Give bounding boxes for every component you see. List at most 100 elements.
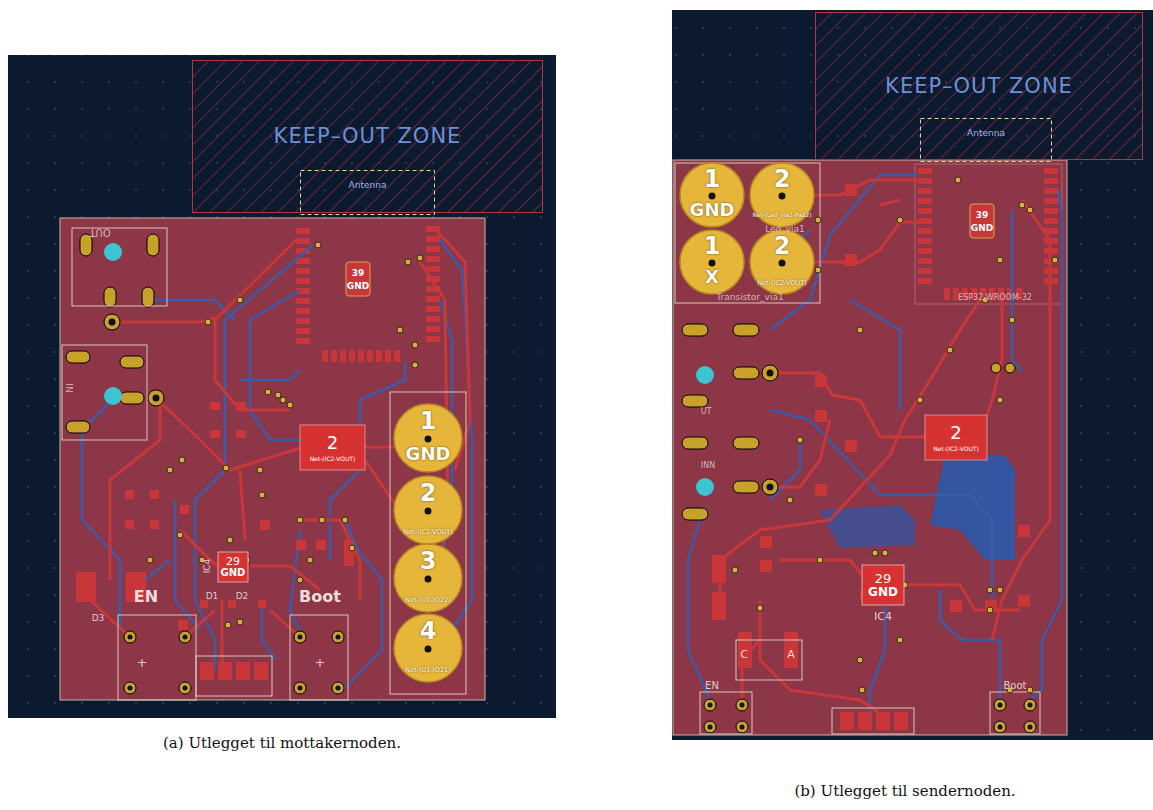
pad-number: 2 <box>420 481 437 505</box>
connector-label: INN <box>701 462 715 470</box>
canvas-grid <box>672 10 1153 740</box>
button-label: Boot <box>299 589 341 605</box>
pad-number: 2 <box>774 167 791 191</box>
pad-number: 39 <box>976 211 989 220</box>
via <box>275 392 281 398</box>
footprint-name: Transistor_via1 <box>716 293 783 302</box>
via <box>787 497 793 503</box>
via <box>997 257 1003 263</box>
module-name: ESP32-WROOM-32 <box>958 294 1032 302</box>
connector-label: UT <box>701 408 712 416</box>
via <box>1052 257 1058 263</box>
via <box>397 327 403 333</box>
net-name: GND <box>406 445 451 463</box>
via <box>1019 202 1025 208</box>
connector-pad: 3Net-(U1-IO22) <box>393 543 463 613</box>
via <box>349 545 355 551</box>
silkscreen-outlines <box>675 163 1040 734</box>
drill-holes <box>109 319 341 691</box>
module-pins <box>296 226 440 362</box>
ic-ground-pad: 29GND <box>862 565 904 605</box>
bottom-pour <box>930 455 1015 560</box>
via <box>857 657 863 663</box>
via-pad: 1X <box>679 229 745 295</box>
via <box>947 347 953 353</box>
via <box>955 177 961 183</box>
pad-number: 1 <box>704 167 721 191</box>
bottom-pour <box>820 505 915 548</box>
net-name: Net-(IC2-VOUT) <box>310 456 356 462</box>
through-hole-pads <box>682 324 1036 733</box>
via <box>315 242 321 248</box>
top-traces <box>90 230 470 672</box>
keep-out-zone: KEEP–OUT ZONE <box>815 12 1143 160</box>
pad-number: 2 <box>774 234 791 258</box>
connector-pad: 4Net-(U1-IO21) <box>393 613 463 683</box>
keep-out-zone: KEEP–OUT ZONE <box>192 60 543 213</box>
mounting-hole <box>104 243 122 261</box>
via <box>237 297 243 303</box>
via <box>237 619 243 625</box>
smd-pad: 2Net-(IC2-VOUT) <box>300 425 365 470</box>
via <box>307 557 313 563</box>
zone-label: Antenna <box>967 129 1005 138</box>
drill-holes <box>708 370 1033 730</box>
via <box>227 537 233 543</box>
via <box>405 259 411 265</box>
via <box>179 457 185 463</box>
via <box>757 605 763 611</box>
button-label: EN <box>134 589 158 605</box>
via-pad: 2Net-(IC2-VOUT) <box>749 229 815 295</box>
module-outline <box>915 164 1062 304</box>
net-name: GND <box>221 568 246 578</box>
antenna-area-outline <box>920 118 1052 162</box>
mounting-hole <box>696 366 714 384</box>
antenna-area-outline <box>300 170 435 215</box>
via <box>1027 207 1033 213</box>
net-name: GND <box>347 282 369 291</box>
net-name: Net-(IC2-VOUT) <box>933 446 979 452</box>
top-traces <box>720 180 1050 712</box>
zone-label: Antenna <box>349 181 387 190</box>
part-name: D3 <box>92 614 105 623</box>
net-name: X <box>705 268 719 286</box>
via <box>225 622 231 628</box>
via <box>147 557 153 563</box>
via <box>265 389 271 395</box>
pad-number: 4 <box>420 619 437 643</box>
via <box>259 492 265 498</box>
net-name: GND <box>971 224 993 233</box>
part-name: IC4 <box>203 559 212 574</box>
figure-caption: (a) Utlegget til mottakernoden. <box>163 736 401 751</box>
bottom-traces <box>82 240 472 688</box>
antenna-area: Antenna <box>920 118 1052 162</box>
diode-mark: A <box>787 649 795 660</box>
via <box>319 517 325 523</box>
net-name: Net-(Led_via1-Pad2) <box>752 213 811 219</box>
canvas-background <box>672 10 1153 740</box>
diode-mark: C <box>740 649 748 660</box>
canvas-grid <box>8 55 556 718</box>
net-name: GND <box>868 586 898 598</box>
polarity-mark: + <box>137 656 148 669</box>
via <box>897 217 903 223</box>
via <box>412 362 418 368</box>
via <box>987 607 993 613</box>
button-label: Boot <box>1003 681 1026 691</box>
pad-number: 1 <box>420 409 437 433</box>
antenna-area: Antenna <box>300 170 435 215</box>
canvas-background <box>8 55 556 718</box>
via <box>997 397 1003 403</box>
ic-ground-pad-outline <box>862 565 904 605</box>
via <box>987 587 993 593</box>
footprint-name: Led_via1 <box>765 225 805 234</box>
via <box>417 255 423 261</box>
connector-label: IN <box>64 383 73 392</box>
zone-label: KEEP–OUT ZONE <box>885 76 1073 97</box>
figure-caption: (b) Utlegget til sendernoden. <box>794 784 1015 799</box>
zone-label: KEEP–OUT ZONE <box>274 126 462 147</box>
net-name: GND <box>690 201 735 219</box>
via <box>297 517 303 523</box>
part-name: D2 <box>236 592 249 601</box>
pad-number: 39 <box>352 269 365 278</box>
